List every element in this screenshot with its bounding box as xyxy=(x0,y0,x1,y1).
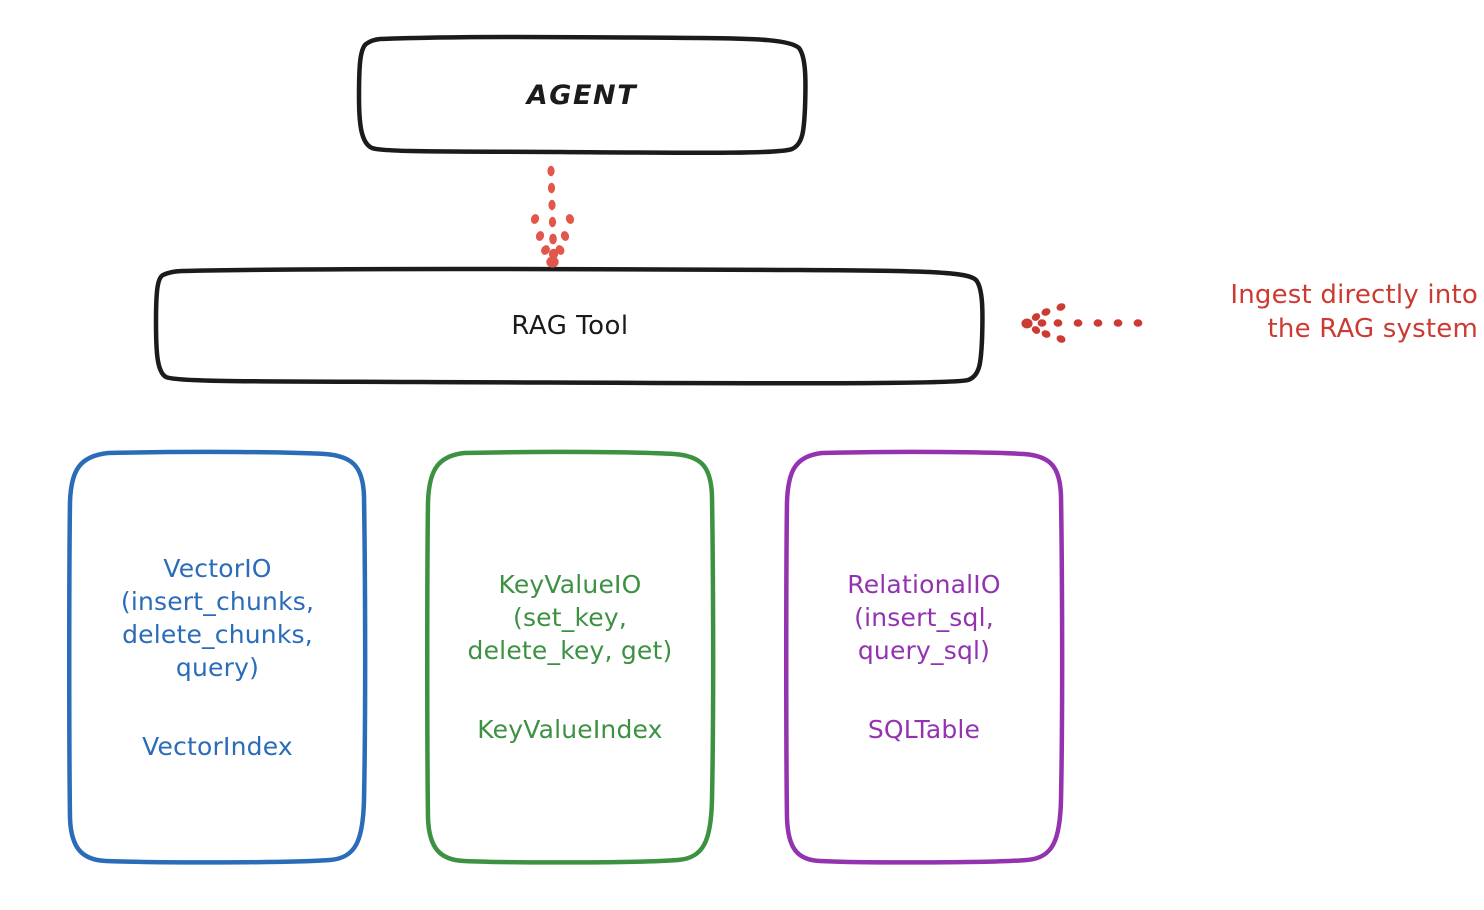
vector-io-api-label: VectorIO (insert_chunks, delete_chunks, … xyxy=(120,553,315,682)
node-vector-io[interactable]: VectorIO (insert_chunks, delete_chunks, … xyxy=(69,451,366,863)
key-value-io-index-label: KeyValueIndex xyxy=(477,715,663,744)
relational-io-api-label: RelationalIO (insert_sql, query_sql) xyxy=(847,570,1001,665)
node-rag-tool-label: RAG Tool xyxy=(511,310,629,341)
key-value-io-content: KeyValueIO (set_key, delete_key, get) Ke… xyxy=(462,568,679,746)
key-value-io-box-outline xyxy=(425,449,716,865)
relational-io-content: RelationalIO (insert_sql, query_sql) SQL… xyxy=(841,568,1007,746)
ingest-to-rag-tool-connector xyxy=(1021,303,1143,343)
relational-io-box-outline xyxy=(784,449,1065,865)
node-relational-io[interactable]: RelationalIO (insert_sql, query_sql) SQL… xyxy=(787,451,1061,863)
node-rag-tool[interactable]: RAG Tool xyxy=(156,269,984,384)
vector-io-box-outline xyxy=(67,449,368,865)
ingest-annotation-label: Ingest directly into the RAG system xyxy=(1230,280,1478,345)
rag-tool-box-outline xyxy=(153,266,985,386)
vector-io-index-label: VectorIndex xyxy=(142,731,293,761)
agent-box-outline xyxy=(356,34,808,156)
node-key-value-io[interactable]: KeyValueIO (set_key, delete_key, get) Ke… xyxy=(427,451,713,863)
agent-to-rag-tool-connector xyxy=(530,165,575,268)
node-agent[interactable]: AGENT xyxy=(357,37,807,154)
key-value-io-api-label: KeyValueIO (set_key, delete_key, get) xyxy=(467,570,673,665)
relational-io-index-label: SQLTable xyxy=(867,715,981,744)
node-agent-label: AGENT xyxy=(526,79,638,111)
vector-io-content: VectorIO (insert_chunks, delete_chunks, … xyxy=(115,552,320,763)
